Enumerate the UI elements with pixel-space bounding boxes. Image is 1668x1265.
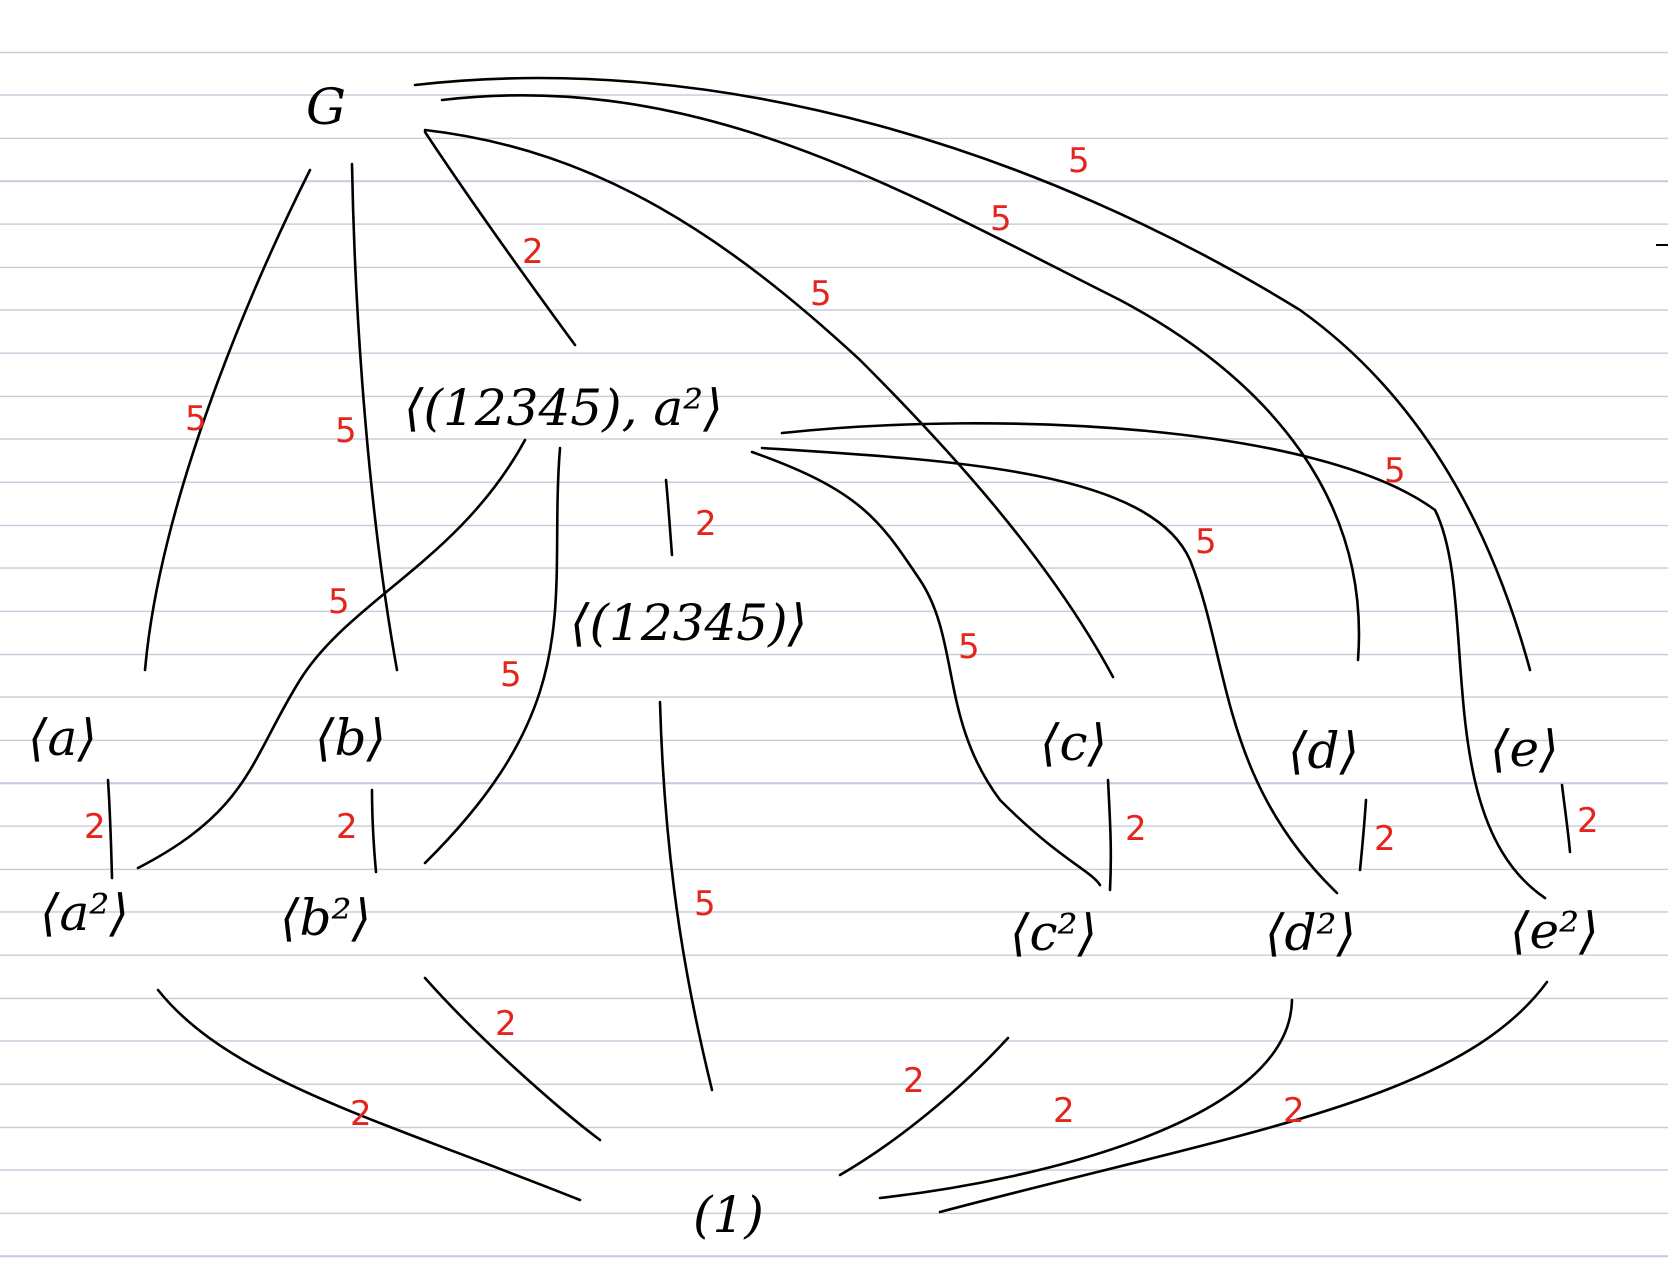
node-b-squared: ⟨b²⟩ xyxy=(280,889,371,947)
edge-a2-one xyxy=(156,988,582,1202)
index-H10-C5: 2 xyxy=(695,504,717,544)
edge-G-d xyxy=(440,94,1361,662)
edge-H10-C5 xyxy=(664,478,674,557)
index-H10-b2: 5 xyxy=(500,655,522,695)
edge-G-H10 xyxy=(423,130,577,347)
edge-G-c xyxy=(423,128,1115,679)
edge-c-c2 xyxy=(1106,778,1113,892)
edge-b2-one xyxy=(423,976,602,1142)
margin-dash-mark xyxy=(1656,244,1668,246)
edge-H10-a2 xyxy=(136,438,527,870)
edge-layer xyxy=(106,76,1572,1214)
node-c: ⟨c⟩ xyxy=(1040,714,1107,772)
edge-H10-c2 xyxy=(750,450,1102,887)
node-a: ⟨a⟩ xyxy=(28,709,97,767)
index-d-d2: 2 xyxy=(1374,819,1396,859)
index-H10-c2: 5 xyxy=(958,627,980,667)
index-b2-one: 2 xyxy=(495,1004,517,1044)
node-G: G xyxy=(306,78,346,136)
node-b: ⟨b⟩ xyxy=(315,709,386,767)
edge-H10-e2 xyxy=(780,422,1547,900)
edge-d2-one xyxy=(878,998,1294,1200)
index-G-H10: 2 xyxy=(522,232,544,272)
node-d: ⟨d⟩ xyxy=(1288,722,1359,780)
edge-G-e xyxy=(413,76,1532,672)
node-e-squared: ⟨e²⟩ xyxy=(1510,902,1599,960)
node-c-squared: ⟨c²⟩ xyxy=(1010,904,1097,962)
edge-b-b2 xyxy=(370,788,378,874)
node-order10-subgroup: ⟨(12345), a²⟩ xyxy=(404,379,723,437)
index-c-c2: 2 xyxy=(1125,809,1147,849)
index-G-e: 5 xyxy=(1068,141,1090,181)
edge-e-e2 xyxy=(1560,783,1572,854)
index-G-d: 5 xyxy=(990,199,1012,239)
index-H10-d2: 5 xyxy=(1195,522,1217,562)
index-C5-one: 5 xyxy=(694,884,716,924)
node-layer: G ⟨(12345), a²⟩ ⟨(12345)⟩ ⟨a⟩ ⟨b⟩ ⟨c⟩ ⟨d… xyxy=(28,78,1599,1244)
index-e2-one: 2 xyxy=(1283,1091,1305,1131)
index-G-c: 5 xyxy=(810,274,832,314)
edge-a-a2 xyxy=(106,778,114,880)
index-b-b2: 2 xyxy=(336,807,358,847)
index-H10-a2: 5 xyxy=(328,582,350,622)
index-a2-one: 2 xyxy=(350,1094,372,1134)
index-H10-e2: 5 xyxy=(1384,451,1406,491)
index-label-layer: 2 5 5 5 5 5 2 5 5 5 5 5 2 2 2 2 2 5 2 2 … xyxy=(84,141,1599,1134)
edge-e2-one xyxy=(938,980,1549,1214)
edge-d-d2 xyxy=(1358,798,1368,872)
node-trivial: (1) xyxy=(693,1186,764,1244)
edge-C5-one xyxy=(658,700,714,1092)
index-a-a2: 2 xyxy=(84,807,106,847)
node-a-squared: ⟨a²⟩ xyxy=(40,884,129,942)
index-e-e2: 2 xyxy=(1577,801,1599,841)
index-G-a: 5 xyxy=(185,399,207,439)
index-d2-one: 2 xyxy=(1053,1091,1075,1131)
node-e: ⟨e⟩ xyxy=(1490,720,1559,778)
edge-c2-one xyxy=(838,1036,1010,1177)
edge-H10-b2 xyxy=(423,446,562,865)
node-d-squared: ⟨d²⟩ xyxy=(1265,904,1356,962)
edge-H10-d2 xyxy=(760,446,1339,895)
edge-G-a xyxy=(143,168,312,672)
index-c2-one: 2 xyxy=(903,1061,925,1101)
edge-G-b xyxy=(350,162,399,672)
node-cyclic-5: ⟨(12345)⟩ xyxy=(570,594,807,652)
index-G-b: 5 xyxy=(335,411,357,451)
